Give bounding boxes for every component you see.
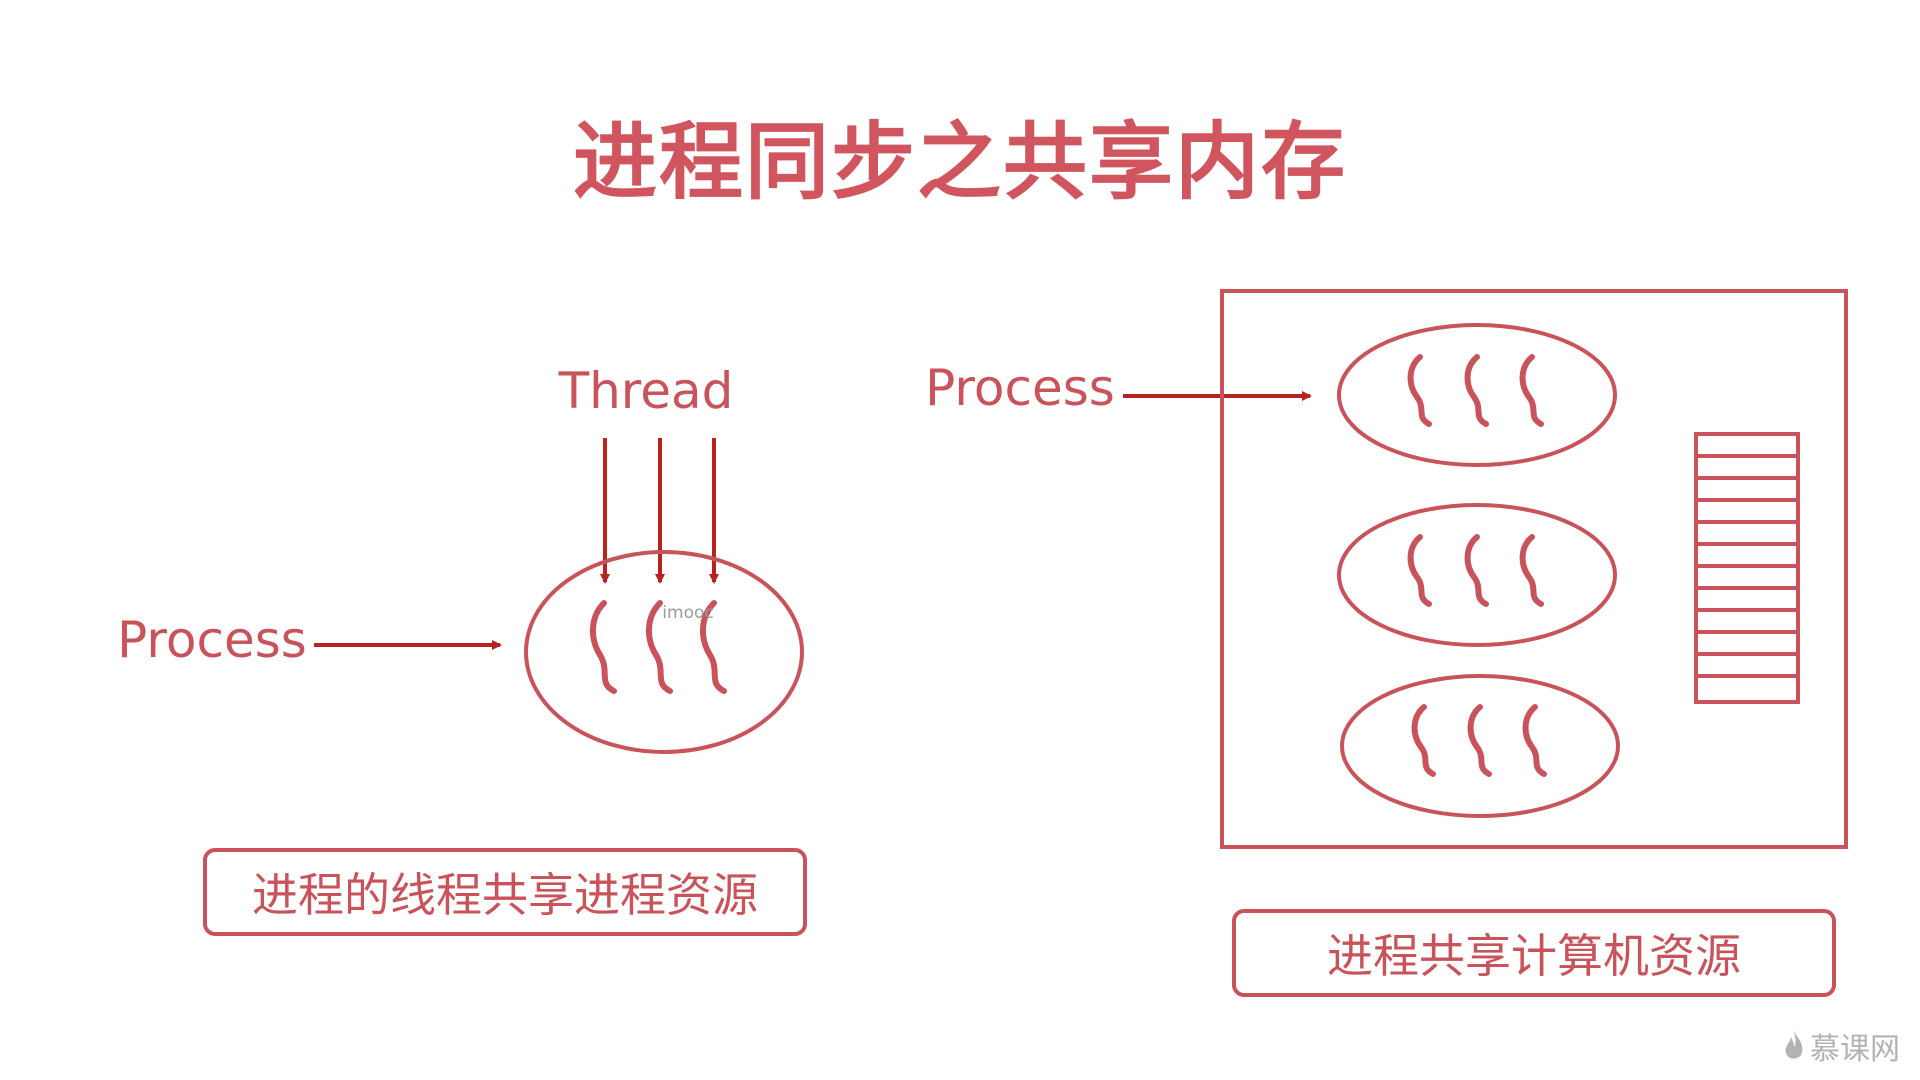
brand-text: 慕课网 (1810, 1032, 1900, 1067)
right-diagram: Process (925, 289, 1848, 849)
process-ellipse-3 (1340, 674, 1620, 818)
thread-squiggle-icon (1415, 707, 1433, 774)
thread-squiggle-icon (1523, 357, 1541, 424)
computer-box (1220, 289, 1848, 849)
process-label-left: Process (117, 611, 307, 669)
process-ellipse-left (524, 550, 804, 754)
thread-squiggle-icon (1526, 707, 1544, 774)
memory-stack-icon (1694, 432, 1800, 704)
caption-right-text: 进程共享计算机资源 (1327, 929, 1741, 983)
watermark: imooc (662, 603, 713, 623)
thread-squiggle-icon (1411, 537, 1429, 604)
brand-logo: 慕课网 (1782, 1024, 1900, 1068)
thread-squiggle-icon (1468, 357, 1486, 424)
page-title: 进程同步之共享内存 (572, 113, 1347, 211)
thread-squiggle-icon (593, 603, 614, 691)
caption-left-text: 进程的线程共享进程资源 (252, 868, 758, 922)
thread-squiggle-icon (1523, 537, 1541, 604)
thread-squiggle-icon (1411, 357, 1429, 424)
caption-left: 进程的线程共享进程资源 (203, 848, 807, 936)
left-diagram: Thread Process imooc (117, 362, 804, 754)
thread-squiggle-icon (1468, 537, 1486, 604)
thread-label: Thread (558, 362, 734, 420)
process-ellipse-2 (1337, 503, 1617, 647)
caption-right: 进程共享计算机资源 (1232, 909, 1836, 997)
flame-logo-icon (1785, 1031, 1803, 1059)
process-ellipse-1 (1337, 323, 1617, 467)
process-label-right: Process (925, 359, 1115, 417)
thread-squiggle-icon (1471, 707, 1489, 774)
